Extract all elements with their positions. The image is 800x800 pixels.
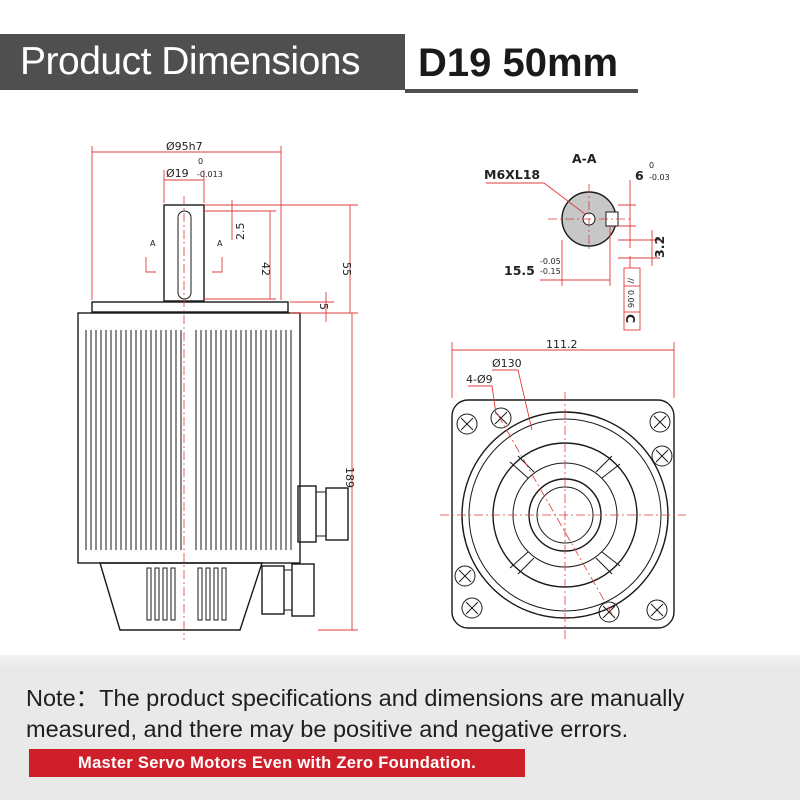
page-title: Product Dimensions [0, 34, 405, 90]
cooling-fins [85, 330, 292, 550]
holes-leader [468, 385, 497, 415]
key-width-label: 6 [635, 168, 644, 183]
keyseat-tol-lower: -0.15 [540, 267, 561, 276]
footer-panel [0, 671, 800, 800]
spokes [509, 455, 621, 575]
model-underline [405, 89, 638, 93]
motor-front-view: A A Ø95h7 Ø19 0 -0.013 2.5 42 [77, 140, 358, 640]
flange-width-dimension [451, 342, 675, 398]
flatness-frame [623, 256, 641, 331]
datum-label: C [623, 314, 638, 323]
power-connector [297, 485, 349, 543]
dimension-drawing: A A Ø95h7 Ø19 0 -0.013 2.5 42 [77, 140, 686, 640]
mounting-holes [454, 407, 673, 623]
key-width-dimension [618, 180, 636, 248]
key-length-label: 42 [259, 262, 272, 276]
flange-square [451, 399, 675, 629]
shaft-key [177, 210, 192, 300]
total-length-dimension [318, 313, 358, 631]
flange-thickness-dimension [290, 292, 334, 322]
keyseat-depth-label: 15.5 [504, 263, 535, 278]
diagonal-center [497, 414, 613, 615]
measurement-note: Note：The product specifications and dime… [26, 685, 685, 742]
key-height-dimension [618, 230, 660, 266]
key-height-label: 3.2 [652, 236, 667, 258]
shaft-section-view: A-A M6XL18 6 0 -0.03 3.2 15.5 -0.05 -0.1… [484, 151, 670, 331]
flatness-label: 0.06 [626, 290, 635, 308]
key-depth-label: 2.5 [234, 223, 247, 241]
holes-label: 4-Ø9 [466, 373, 493, 386]
flange-thickness-label: 5 [317, 303, 330, 310]
bolt-circle-label: Ø130 [492, 357, 522, 370]
shaft-diameter-label: Ø19 [166, 167, 189, 180]
shaft-tol-upper: 0 [198, 157, 203, 166]
motor-flange [91, 301, 289, 313]
section-mark-left: A [150, 239, 156, 248]
keyseat-depth-dimension [540, 226, 611, 286]
footer-separator [0, 655, 800, 671]
section-mark-right: A [217, 239, 223, 248]
flange-fit-label: Ø95h7 [166, 140, 203, 153]
total-length-label: 189 [343, 467, 356, 488]
encoder-connector [261, 563, 315, 617]
keyseat-tol-upper: -0.05 [540, 257, 561, 266]
section-title: A-A [572, 151, 597, 166]
encoder-vents [146, 567, 227, 621]
model-label: D19 50mm [418, 41, 619, 85]
thread-leader [486, 182, 586, 215]
key-length-dimension [204, 210, 276, 300]
flange-fit-dimension [91, 146, 282, 300]
encoder-cover [99, 562, 263, 631]
key-width-tol-upper: 0 [649, 161, 654, 170]
key-width-tol-lower: -0.03 [649, 173, 670, 182]
thread-label: M6XL18 [484, 167, 540, 182]
section-marker-a [145, 257, 223, 273]
shaft-tol-lower: -0.013 [197, 170, 223, 179]
shaft-length-dimension [204, 204, 358, 314]
bolt-circle-leader [492, 369, 533, 431]
shaft-diameter-dimension [163, 170, 205, 203]
slogan-banner: Master Servo Motors Even with Zero Found… [29, 749, 525, 777]
shaft-length-label: 55 [340, 262, 353, 276]
parallelism-symbol: // [626, 278, 635, 284]
flange-width-label: 111.2 [546, 338, 578, 351]
motor-end-view: 111.2 Ø130 4-Ø9 [440, 338, 686, 640]
